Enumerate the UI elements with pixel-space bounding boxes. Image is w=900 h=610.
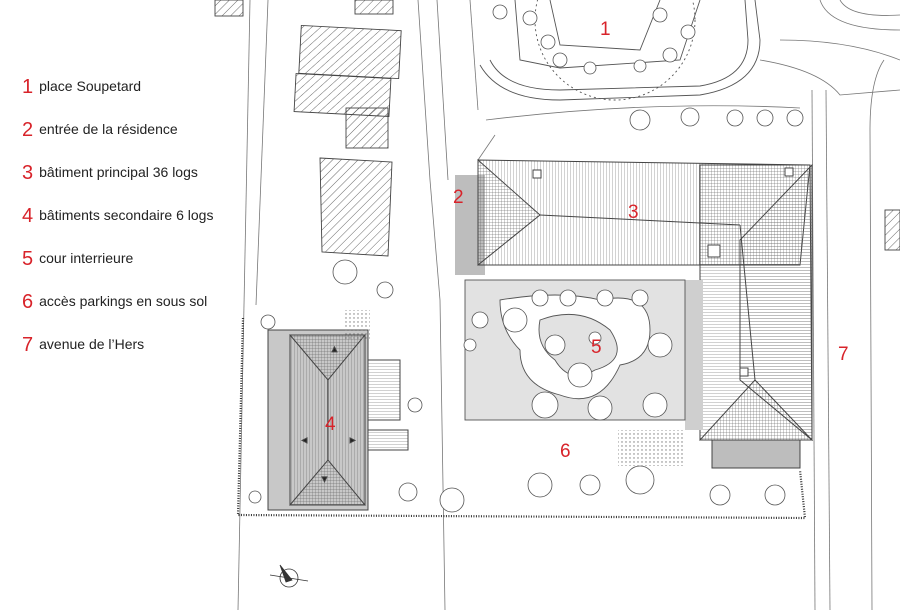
north-arrow-icon bbox=[269, 564, 309, 588]
map-label-6: 6 bbox=[560, 441, 571, 462]
map-label-5: 5 bbox=[591, 337, 602, 358]
legend-item-1: 1 place Soupetard bbox=[22, 76, 141, 99]
legend-label: avenue de l’Hers bbox=[39, 336, 145, 352]
legend-label: entrée de la résidence bbox=[39, 121, 178, 137]
main-building bbox=[455, 158, 814, 469]
map-label-7: 7 bbox=[838, 344, 849, 365]
legend-label: accès parkings en sous sol bbox=[39, 293, 208, 309]
legend-number: 3 bbox=[22, 162, 34, 184]
legend-number: 7 bbox=[22, 334, 34, 356]
legend-item-7: 7 avenue de l’Hers bbox=[22, 334, 144, 357]
svg-text:◂: ◂ bbox=[302, 435, 307, 446]
street-lines bbox=[237, 0, 900, 610]
svg-text:▸: ▸ bbox=[350, 435, 355, 446]
legend-item-6: 6 accès parkings en sous sol bbox=[22, 291, 207, 314]
neighbour-buildings bbox=[214, 0, 900, 257]
legend-number: 2 bbox=[22, 119, 34, 141]
svg-text:▴: ▴ bbox=[332, 344, 337, 355]
courtyard bbox=[345, 279, 686, 466]
plaza-trees bbox=[492, 4, 804, 131]
legend-number: 4 bbox=[22, 205, 34, 227]
legend-item-3: 3 bâtiment principal 36 logs bbox=[22, 162, 198, 185]
courtyard-trees bbox=[248, 259, 786, 513]
map-label-2: 2 bbox=[453, 187, 464, 208]
map-label-3: 3 bbox=[628, 202, 639, 223]
legend-label: place Soupetard bbox=[39, 78, 142, 94]
legend-label: bâtiment principal 36 logs bbox=[39, 164, 198, 180]
map-label-4: 4 bbox=[325, 414, 336, 435]
legend-label: bâtiments secondaire 6 logs bbox=[39, 207, 214, 223]
legend-label: cour interrieure bbox=[39, 250, 134, 266]
legend-item-5: 5 cour interrieure bbox=[22, 248, 133, 271]
legend-item-4: 4 bâtiments secondaire 6 logs bbox=[22, 205, 213, 228]
map-labels: 1 2 3 4 5 6 7 bbox=[325, 19, 849, 462]
place-soupetard-plaza bbox=[479, 0, 761, 101]
legend-number: 6 bbox=[22, 291, 34, 313]
site-boundary bbox=[236, 317, 807, 520]
legend-number: 5 bbox=[22, 248, 34, 270]
svg-text:▾: ▾ bbox=[322, 474, 327, 485]
map-label-1: 1 bbox=[600, 19, 611, 40]
legend-number: 1 bbox=[22, 76, 34, 98]
secondary-building: ▴ ◂ ▸ ▾ bbox=[267, 329, 409, 511]
legend-item-2: 2 entrée de la résidence bbox=[22, 119, 178, 142]
